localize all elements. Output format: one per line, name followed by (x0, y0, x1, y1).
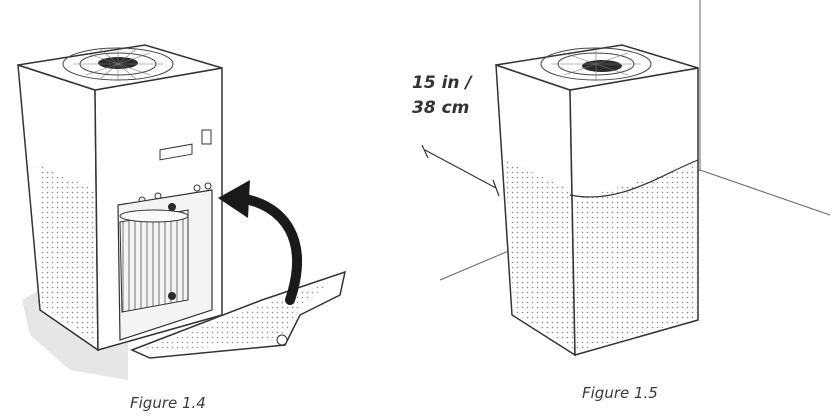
left-face-vent-dots (38, 165, 98, 345)
filter-tab-bottom (168, 292, 176, 300)
clearance-label-inches: 15 in / (412, 73, 472, 93)
top-fan-spokes (73, 48, 163, 80)
cylindrical-filter (119, 209, 189, 313)
figure-1-4-illustration (17, 44, 347, 380)
purifier2-front-vent-dots (573, 165, 698, 352)
clearance-tick-left (421, 144, 429, 159)
button-3 (193, 184, 201, 192)
clearance-label-cm: 38 cm (412, 98, 470, 118)
filter-top-rim (119, 209, 189, 223)
display-window (159, 143, 193, 161)
top2-fan-spokes (551, 48, 641, 80)
lift-arrow-shaft (235, 193, 302, 305)
button-4 (204, 182, 212, 190)
cover-hinge-knob (276, 334, 288, 346)
clearance-dimension-line (424, 149, 497, 189)
filter-indicator-icon (201, 129, 212, 145)
filter-tab-top (168, 203, 176, 211)
purifier2-left-vent-dots (505, 160, 575, 350)
lift-arrow-head (218, 180, 250, 218)
figure-1-5-illustration (421, 0, 831, 357)
front-cover-vent-dots (145, 282, 330, 352)
figure-1-4-caption: Figure 1.4 (130, 394, 206, 412)
purifier2-band-line (569, 159, 699, 198)
clearance-tick-right (492, 179, 500, 197)
floor-line-right (699, 169, 831, 216)
figure-1-5-caption: Figure 1.5 (582, 384, 658, 402)
